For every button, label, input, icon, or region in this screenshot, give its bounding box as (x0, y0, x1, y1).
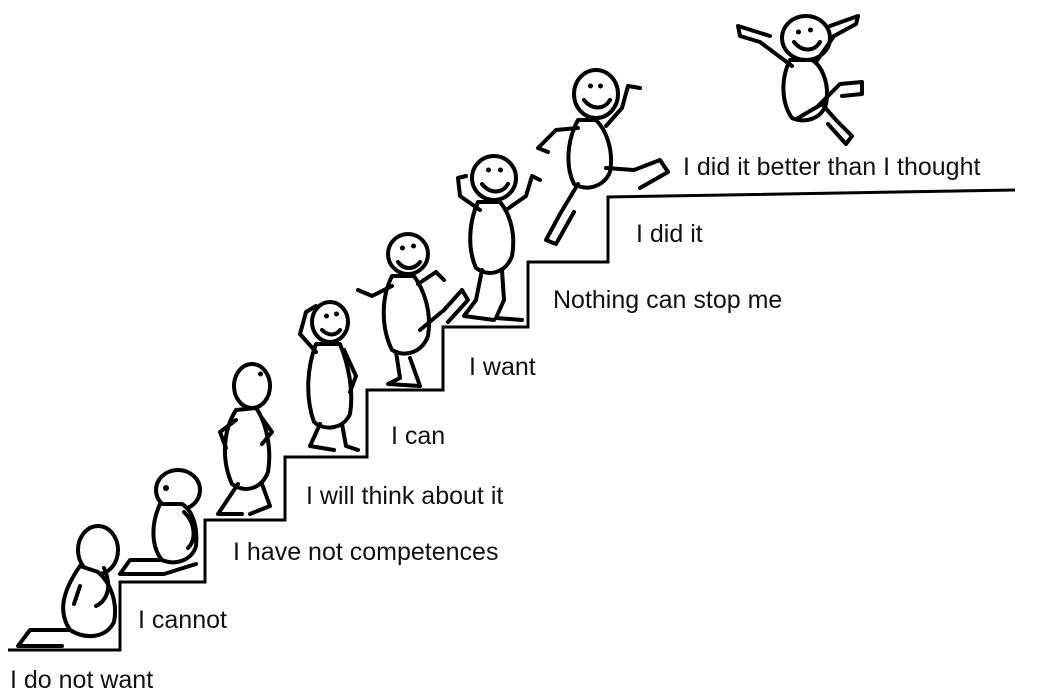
step-label-want: I want (469, 353, 536, 381)
stick-figure-icon (118, 468, 202, 576)
staircase-icon (8, 188, 1016, 652)
stick-figure-icon (736, 14, 864, 146)
step-label-did-it-better: I did it better than I thought (683, 153, 981, 181)
stick-figure-icon (298, 300, 360, 452)
step-label-nothing-can-stop-me: Nothing can stop me (553, 286, 783, 314)
stick-figure-icon (216, 362, 274, 516)
step-label-can: I can (391, 422, 446, 450)
stick-figure-icon (16, 524, 120, 648)
stick-figure-icon (356, 232, 470, 388)
step-label-no-competences: I have not competences (233, 538, 499, 566)
step-label-did-it: I did it (636, 220, 703, 248)
step-label-do-not-want: I do not want (10, 666, 154, 694)
stick-figure-icon (536, 68, 670, 246)
step-label-think-about-it: I will think about it (306, 482, 504, 510)
step-label-cannot: I cannot (138, 606, 227, 634)
stick-figure-icon (456, 154, 542, 322)
